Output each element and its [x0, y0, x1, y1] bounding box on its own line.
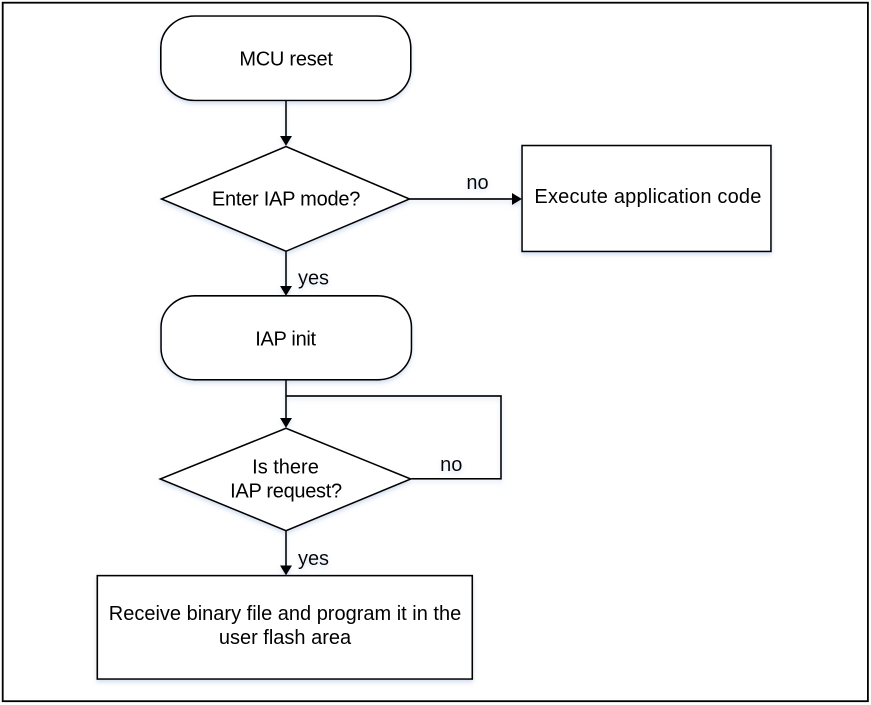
svg-text:Receive binary file and progra: Receive binary file and program it in th…: [109, 603, 461, 625]
svg-text:Enter IAP mode?: Enter IAP mode?: [212, 189, 360, 211]
svg-text:user flash area: user flash area: [219, 627, 352, 649]
svg-text:Is there: Is there: [252, 457, 319, 479]
svg-text:IAP request?: IAP request?: [230, 481, 342, 503]
svg-text:no: no: [466, 172, 488, 194]
svg-text:yes: yes: [298, 548, 329, 570]
svg-text:yes: yes: [298, 267, 329, 289]
svg-text:IAP init: IAP init: [255, 328, 316, 350]
svg-text:Execute application code: Execute application code: [534, 186, 761, 208]
svg-text:MCU reset: MCU reset: [239, 49, 333, 71]
svg-text:no: no: [440, 454, 462, 476]
